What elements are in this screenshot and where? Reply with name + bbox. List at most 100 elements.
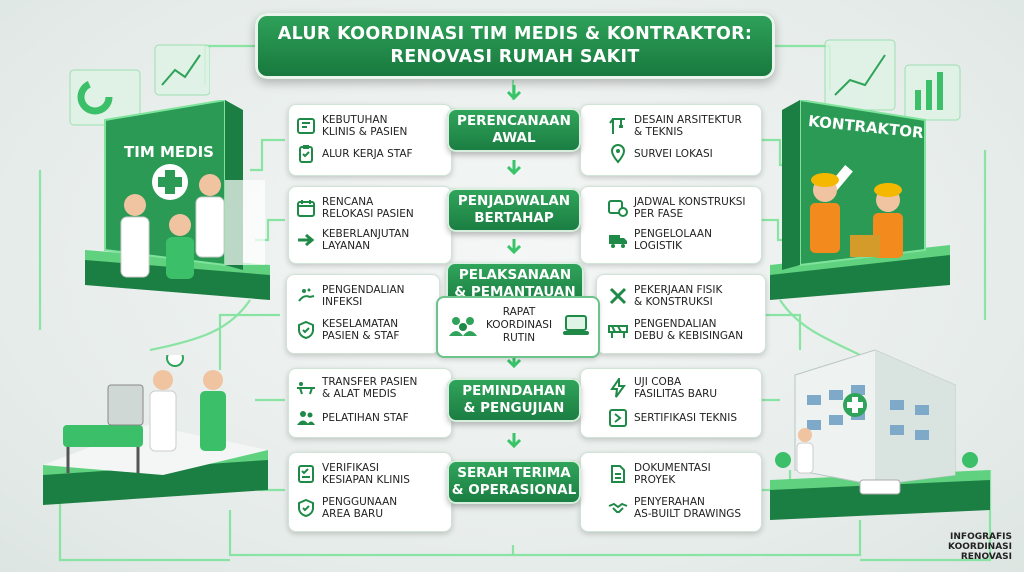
- hand-wash-icon: [298, 288, 315, 302]
- tim-medis-scene: [85, 100, 270, 300]
- holo-chart-right: [824, 39, 961, 121]
- panel-medis-2: [288, 186, 452, 264]
- stage-label-line1: PELAKSANAAN: [458, 267, 572, 283]
- item-label-line: PELATIHAN STAF: [322, 412, 409, 424]
- item-label: PELATIHAN STAF: [322, 412, 409, 424]
- item-label: SURVEI LOKASI: [634, 148, 713, 160]
- title-line-1: ALUR KOORDINASI TIM MEDIS & KONTRAKTOR:: [277, 24, 753, 44]
- title-line-2: RENOVASI RUMAH SAKIT: [390, 47, 640, 67]
- stage-perencanaan-awal: PERENCANAAN AWAL: [447, 108, 581, 152]
- side-label-tim-medis: TIM MEDIS: [124, 143, 214, 161]
- item-label-line: PENGGUNAAN: [322, 496, 398, 508]
- stage-pemindahan-pengujian: PEMINDAHAN & PENGUJIAN: [447, 378, 581, 422]
- meeting-line-1: RAPAT: [502, 306, 536, 318]
- item-label: DESAIN ARSITEKTUR& TEKNIS: [634, 114, 742, 138]
- meeting-line-3: RUTIN: [502, 332, 536, 344]
- stage-label-line2: AWAL: [492, 130, 536, 146]
- item-label-line: JADWAL KONSTRUKSI: [634, 196, 746, 208]
- page-title: ALUR KOORDINASI TIM MEDIS & KONTRAKTOR: …: [255, 13, 775, 79]
- item-label-line: SERTIFIKASI TEKNIS: [634, 412, 738, 424]
- checklist-icon: [298, 465, 314, 483]
- item-label-line: PENGENDALIAN: [322, 284, 405, 296]
- item-label: TRANSFER PASIEN& ALAT MEDIS: [322, 376, 417, 400]
- kontraktor-item: SURVEI LOKASI: [608, 144, 713, 164]
- certificate-icon: [609, 409, 627, 427]
- item-label-line: AS-BUILT DRAWINGS: [634, 508, 742, 520]
- item-label-line: LOGISTIK: [634, 240, 683, 252]
- item-label-line: & ALAT MEDIS: [322, 388, 397, 400]
- item-label: PEKERJAAN FISIK& KONSTRUKSI: [634, 284, 722, 308]
- crane-icon: [609, 118, 625, 134]
- item-label-line: & KONSTRUKSI: [634, 296, 713, 308]
- kontraktor-scene: [770, 100, 950, 300]
- item-label-line: & TEKNIS: [634, 126, 684, 138]
- item-label-line: PENYERAHAN: [634, 496, 705, 508]
- item-label-line: PENGENDALIAN: [634, 318, 717, 330]
- item-label-line: KLINIS & PASIEN: [322, 126, 408, 138]
- panel-kontraktor-1: [580, 104, 762, 176]
- item-label-line: RELOKASI PASIEN: [322, 208, 414, 220]
- item-label-line: RENCANA: [322, 196, 374, 208]
- stage-label-line2: BERTAHAP: [474, 210, 554, 226]
- item-label-line: KESIAPAN KLINIS: [322, 474, 410, 486]
- item-label-line: KESELAMATAN: [322, 318, 399, 330]
- stage-label-line1: SERAH TERIMA: [457, 465, 571, 481]
- calendar-icon: [297, 200, 315, 217]
- item-label-line: INFEKSI: [322, 296, 363, 308]
- shield-check-icon: [298, 498, 314, 518]
- location-pin-icon: [610, 144, 626, 164]
- item-label-line: AREA BARU: [322, 508, 384, 520]
- item-label-line: PROYEK: [634, 474, 676, 486]
- kontraktor-item: DESAIN ARSITEKTUR& TEKNIS: [608, 114, 742, 138]
- medis-item: TRANSFER PASIEN& ALAT MEDIS: [296, 376, 417, 400]
- item-label: ALUR KERJA STAF: [322, 148, 413, 160]
- flow-arrow: [506, 239, 522, 255]
- laptop-icon: [563, 315, 589, 335]
- footer-note: INFOGRAFIS KOORDINASI RENOVASI: [948, 532, 1012, 562]
- item-label-line: TRANSFER PASIEN: [322, 376, 418, 388]
- item-label-line: SURVEI LOKASI: [634, 148, 713, 160]
- footer-line-1: INFOGRAFIS: [950, 532, 1012, 542]
- item-label-line: LAYANAN: [322, 240, 371, 252]
- panel-kontraktor-3: [596, 274, 766, 354]
- item-label-line: KEBUTUHAN: [322, 114, 388, 126]
- item-label-line: PENGELOLAAN: [634, 228, 712, 240]
- item-label-line: FASILITAS BARU: [634, 388, 718, 400]
- panel-medis-1: [288, 104, 452, 176]
- stage-penjadwalan-bertahap: PENJADWALAN BERTAHAP: [447, 188, 581, 232]
- panel-medis-5: [288, 452, 452, 532]
- barrier-icon: [608, 325, 628, 338]
- document-icon: [611, 465, 625, 483]
- stage-label-line1: PEMINDAHAN: [462, 383, 566, 399]
- item-label-line: ALUR KERJA STAF: [322, 148, 413, 160]
- item-label-line: DEBU & KEBISINGAN: [634, 330, 744, 342]
- stage-label-line2: & PENGUJIAN: [463, 400, 565, 416]
- stretcher-icon: [297, 382, 315, 395]
- handshake-icon: [608, 502, 628, 513]
- item-label-line: DESAIN ARSITEKTUR: [634, 114, 742, 126]
- item-label-line: VERIFIKASI: [322, 462, 379, 474]
- panel-medis-3: [286, 274, 440, 354]
- kontraktor-item: SERTIFIKASI TEKNIS: [608, 408, 737, 428]
- shield-check-icon: [298, 320, 314, 340]
- medis-item: PELATIHAN STAF: [296, 408, 409, 428]
- item-label-line: PEKERJAAN FISIK: [634, 284, 723, 296]
- clipboard-icon: [299, 145, 313, 163]
- meeting-line-2: KOORDINASI: [485, 319, 553, 331]
